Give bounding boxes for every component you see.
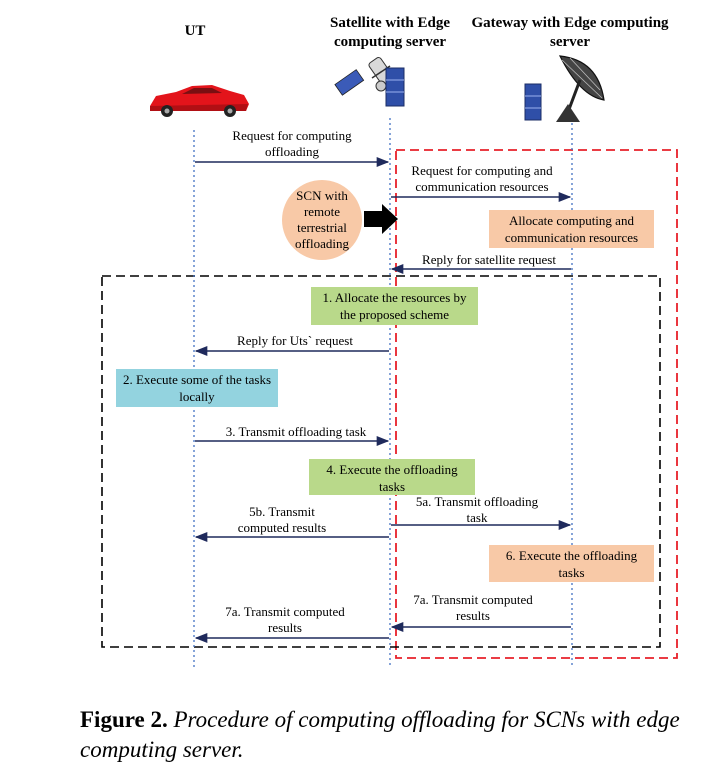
header-satellite: Satellite with Edge computing server bbox=[330, 15, 450, 50]
msg-transmit-offloading: 3. Transmit offloading task bbox=[225, 424, 367, 439]
server-rack-icon bbox=[385, 67, 405, 107]
figure-caption: Figure 2. Procedure of computing offload… bbox=[80, 705, 690, 765]
satellite-dish-icon bbox=[556, 55, 605, 122]
caption-label: Figure 2. bbox=[80, 707, 168, 732]
msg-7a-ut-results: 7a. Transmit computed results bbox=[225, 604, 345, 635]
msg-5b-results: 5b. Transmit computed results bbox=[237, 504, 327, 535]
scn-offloading-circle: SCN with remote terrestrial offloading bbox=[282, 180, 362, 260]
box-execute-local: 2. Execute some of the tasks locally bbox=[116, 369, 278, 407]
gateway-region-red-dashed bbox=[395, 149, 678, 659]
server-rack-icon bbox=[524, 83, 542, 121]
caption-text: Procedure of computing offloading for SC… bbox=[80, 707, 680, 762]
box-allocate-scheme: 1. Allocate the resources by the propose… bbox=[311, 287, 478, 325]
box-allocate-gateway: Allocate computing and communication res… bbox=[489, 210, 654, 248]
msg-reply-satellite: Reply for satellite request bbox=[422, 252, 556, 267]
msg-7a-gw-results: 7a. Transmit computed results bbox=[413, 592, 533, 623]
msg-request-resources: Request for computing and communication … bbox=[411, 163, 553, 194]
msg-reply-uts: Reply for Uts` request bbox=[237, 333, 353, 348]
scheme-region-black-dashed bbox=[101, 275, 661, 648]
msg-request-offloading: Request for computing offloading bbox=[232, 128, 352, 159]
header-gateway: Gateway with Edge computing server bbox=[471, 15, 669, 50]
msg-5a-offloading: 5a. Transmit offloading task bbox=[415, 494, 539, 525]
satellite-icon bbox=[334, 57, 394, 96]
car-icon bbox=[150, 85, 249, 117]
box-execute-satellite: 4. Execute the offloading tasks bbox=[309, 459, 475, 495]
header-ut: UT bbox=[184, 23, 206, 39]
block-arrow-icon bbox=[364, 204, 398, 234]
box-execute-gateway: 6. Execute the offloading tasks bbox=[489, 545, 654, 582]
